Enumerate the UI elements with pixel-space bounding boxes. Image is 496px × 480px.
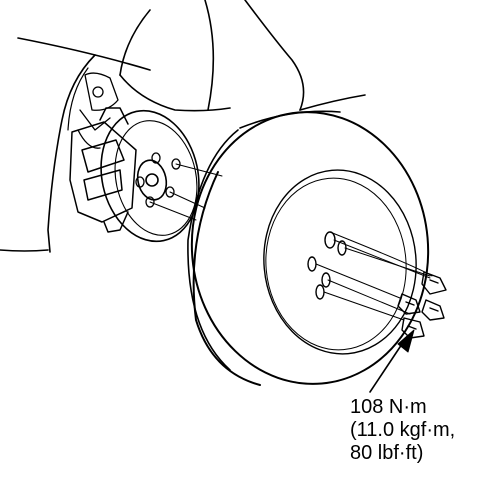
suspension-knuckle: [77, 72, 119, 149]
lug-nut: [421, 299, 445, 321]
tire: [187, 110, 430, 386]
torque-value-kgfm: (11.0 kgf·m,: [350, 419, 456, 441]
arrow-head: [397, 329, 415, 353]
torque-value-lbfft: 80 lbf·ft): [350, 442, 424, 464]
brake-rotor: [100, 109, 200, 243]
torque-value-nm: 108 N·m: [350, 396, 427, 418]
lug-nut: [401, 317, 425, 339]
torque-callout-arrow: [369, 329, 415, 393]
hub-wheel-studs: [135, 152, 181, 208]
lug-nut: [397, 293, 421, 315]
lug-nut: [421, 271, 447, 295]
vehicle-body: [0, 0, 366, 253]
lug-nut-paths: [315, 231, 433, 321]
lug-nuts: [397, 271, 447, 339]
torque-specification: 108 N·m (11.0 kgf·m, 80 lbf·ft): [350, 396, 490, 465]
brake-caliper: [69, 107, 137, 233]
wheel-rim: [263, 169, 417, 355]
alignment-lines: [149, 163, 223, 221]
